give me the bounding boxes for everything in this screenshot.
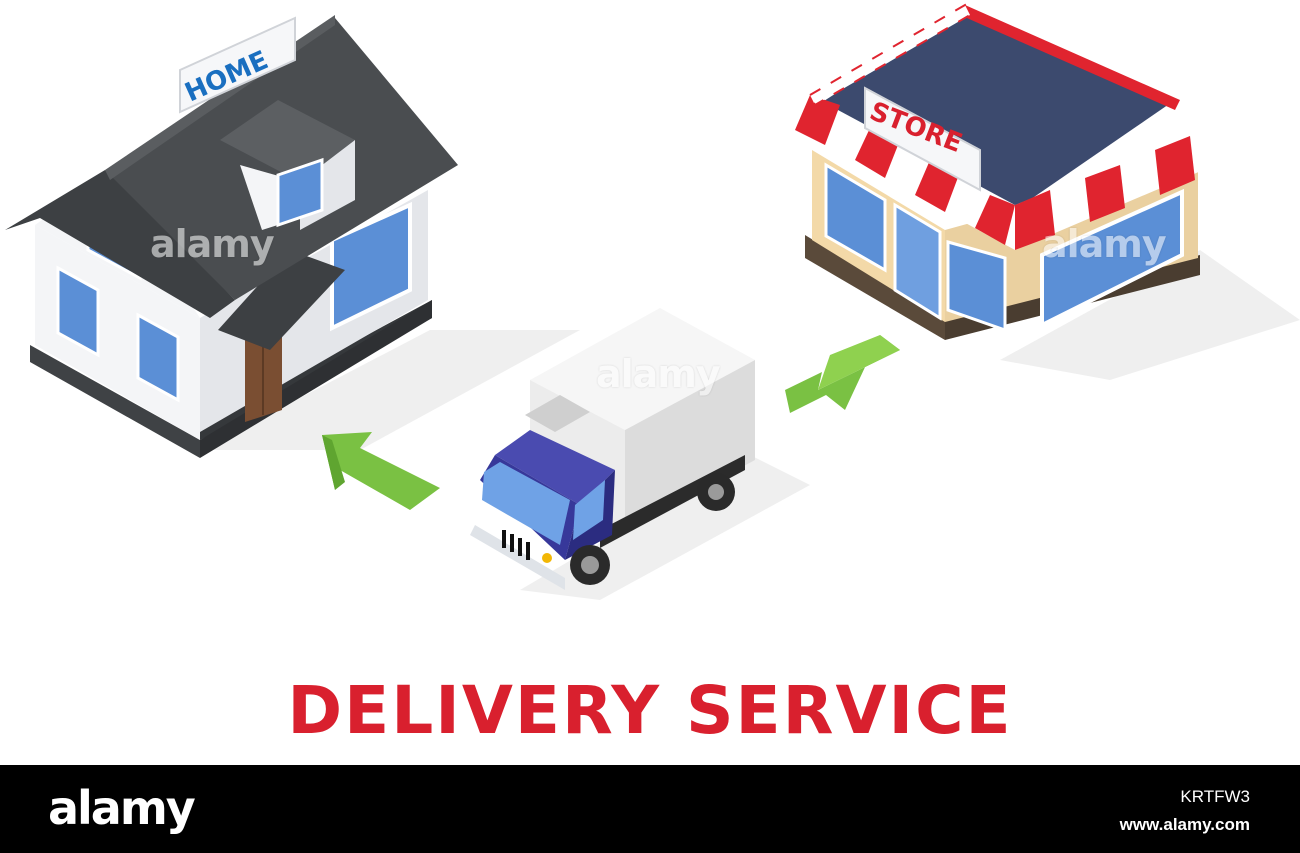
store-shadow [1000,250,1300,380]
house-shadow [200,330,580,450]
awning-right [1015,125,1215,250]
watermark: alamy [150,222,275,266]
footer-bar: alamy KRTFW3 www.alamy.com [0,765,1300,853]
delivery-illustration: HOME [5,3,1300,600]
footer-url: www.alamy.com [1119,815,1250,834]
footer-logo: alamy [48,781,196,835]
store-icon: STORE [795,3,1215,340]
image-id: KRTFW3 [1180,787,1250,806]
truck-icon [470,308,755,590]
house-icon: HOME [5,15,458,458]
watermark: alamy [1042,222,1167,266]
watermark: alamy [596,352,721,396]
arrow-icon [785,335,900,413]
arrow-icon-home [322,432,440,510]
headline: DELIVERY SERVICE [287,672,1013,749]
